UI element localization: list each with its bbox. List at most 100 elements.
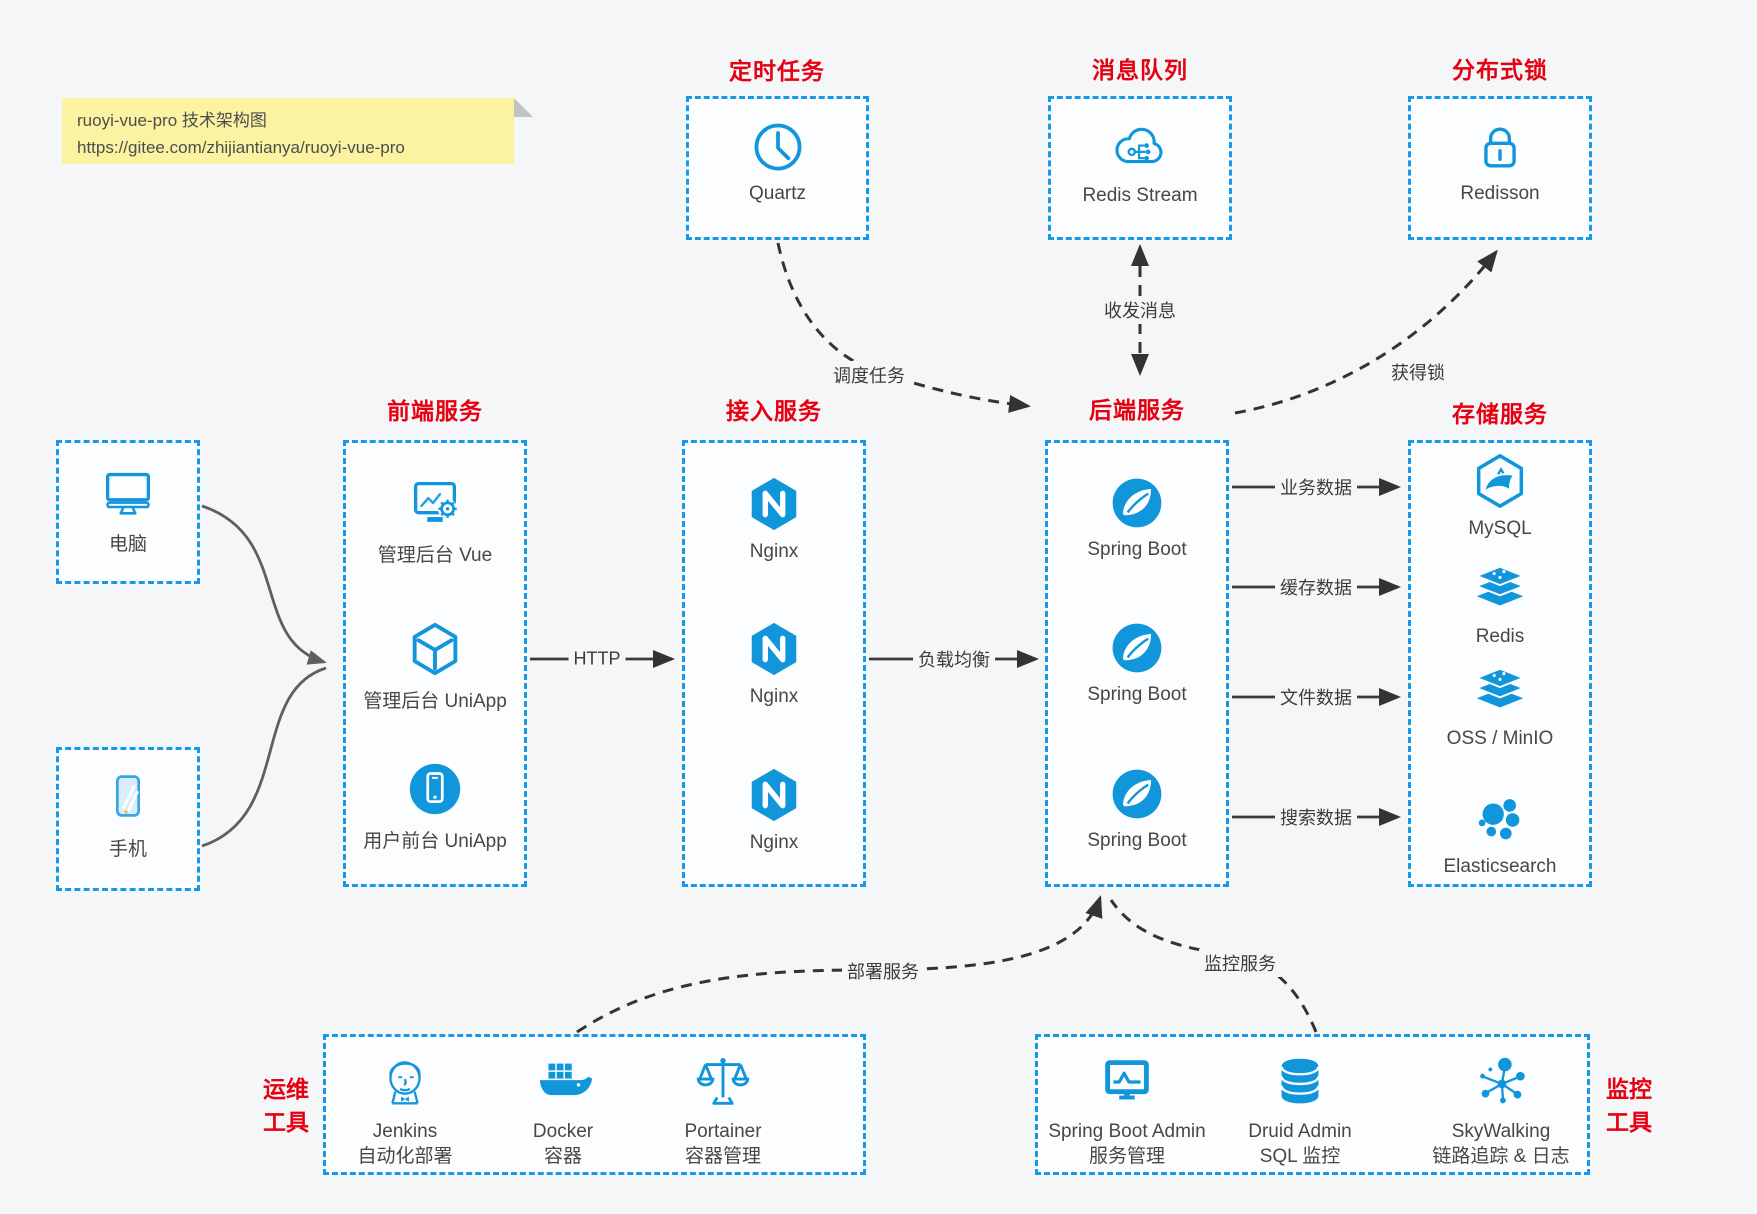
mq-box bbox=[1048, 96, 1232, 240]
title-frontend-services: 前端服务 bbox=[387, 398, 483, 424]
node-label: Redisson bbox=[1460, 183, 1540, 204]
node-mysql: MySQL bbox=[1408, 450, 1592, 540]
title-distributed-lock: 分布式锁 bbox=[1452, 57, 1548, 83]
node-label: Elasticsearch bbox=[1443, 856, 1557, 877]
edge-label-monitor: 监控服务 bbox=[1199, 949, 1281, 977]
smartphone-icon bbox=[115, 775, 141, 817]
node-elasticsearch: Elasticsearch bbox=[1408, 788, 1592, 878]
node-label: Jenkins 自动化部署 bbox=[357, 1121, 453, 1168]
mysql-icon bbox=[1476, 454, 1524, 508]
node-label: SkyWalking 链路追踪 & 日志 bbox=[1432, 1121, 1570, 1168]
node-label: 手机 bbox=[108, 839, 147, 860]
edge-phone-to-frontend bbox=[201, 666, 327, 848]
computer-box bbox=[56, 440, 200, 584]
node-springboot-1: Spring Boot bbox=[1045, 473, 1229, 561]
node-admin-vue: 管理后台 Vue bbox=[343, 472, 527, 567]
jenkins-icon bbox=[389, 1061, 421, 1105]
node-quartz: Quartz bbox=[686, 117, 869, 205]
node-label: Quartz bbox=[748, 183, 807, 204]
clock-icon bbox=[754, 123, 801, 171]
node-oss-minio: OSS / MinIO bbox=[1408, 660, 1592, 750]
node-label: Docker 容器 bbox=[532, 1121, 594, 1168]
lock-icon bbox=[1484, 127, 1516, 168]
desktop-icon bbox=[106, 472, 150, 515]
edge-label-schedule: 调度任务 bbox=[828, 361, 910, 389]
edge-label-load-balance: 负载均衡 bbox=[913, 645, 995, 673]
node-docker: Docker 容器 bbox=[478, 1051, 648, 1169]
phone-circle-icon bbox=[409, 763, 461, 815]
note-fold-corner bbox=[514, 98, 533, 117]
monitor-chart-icon bbox=[1105, 1060, 1149, 1100]
title-monitor-tools: 监控 工具 bbox=[1606, 1076, 1652, 1136]
edge-label-message: 收发消息 bbox=[1099, 296, 1181, 324]
edge-label-business-data: 业务数据 bbox=[1275, 473, 1357, 501]
node-label: 用户前台 UniApp bbox=[363, 831, 507, 852]
title-storage-services: 存储服务 bbox=[1452, 401, 1548, 427]
portainer-icon bbox=[696, 1057, 750, 1105]
node-redisson: Redisson bbox=[1408, 117, 1592, 205]
spring-icon bbox=[1112, 478, 1162, 528]
node-label: 管理后台 Vue bbox=[377, 545, 493, 566]
node-druid-admin: Druid Admin SQL 监控 bbox=[1200, 1051, 1400, 1169]
node-springboot-admin: Spring Boot Admin 服务管理 bbox=[1027, 1051, 1227, 1169]
edge-label-search-data: 搜索数据 bbox=[1275, 803, 1357, 831]
edge-label-lock: 获得锁 bbox=[1386, 358, 1450, 386]
node-computer: 电脑 bbox=[56, 461, 200, 556]
edge-computer-to-frontend bbox=[201, 504, 327, 665]
node-label: Redis bbox=[1475, 626, 1525, 647]
database-icon bbox=[1280, 1058, 1320, 1104]
node-admin-uniapp: 管理后台 UniApp bbox=[343, 618, 527, 713]
node-label: 电脑 bbox=[108, 534, 147, 555]
node-nginx-3: Nginx bbox=[682, 764, 866, 854]
redis-stack-icon bbox=[1474, 565, 1526, 606]
docker-icon bbox=[539, 1063, 593, 1096]
node-label: Spring Boot bbox=[1087, 830, 1187, 851]
node-nginx-1: Nginx bbox=[682, 473, 866, 563]
title-scheduled-tasks: 定时任务 bbox=[729, 58, 825, 84]
topology-icon bbox=[1480, 1057, 1525, 1104]
edge-label-http: HTTP bbox=[568, 647, 626, 671]
cube-icon bbox=[412, 622, 458, 676]
cloud-share-icon bbox=[1115, 127, 1163, 164]
lock-box bbox=[1408, 96, 1592, 240]
title-access-services: 接入服务 bbox=[726, 398, 822, 424]
node-label: Nginx bbox=[749, 832, 799, 853]
title-ops-tools: 运维 工具 bbox=[263, 1076, 309, 1136]
node-label: Portainer 容器管理 bbox=[684, 1121, 762, 1168]
node-label: MySQL bbox=[1468, 518, 1532, 539]
node-label: Spring Boot bbox=[1087, 539, 1187, 560]
node-springboot-3: Spring Boot bbox=[1045, 764, 1229, 852]
node-nginx-2: Nginx bbox=[682, 618, 866, 708]
note-url: https://gitee.com/zhijiantianya/ruoyi-vu… bbox=[77, 138, 405, 158]
edge-label-deploy: 部署服务 bbox=[842, 957, 924, 985]
edge-label-file-data: 文件数据 bbox=[1275, 683, 1357, 711]
node-label: Nginx bbox=[749, 686, 799, 707]
node-mobile: 手机 bbox=[56, 766, 200, 861]
node-label: Druid Admin SQL 监控 bbox=[1248, 1121, 1352, 1168]
node-springboot-2: Spring Boot bbox=[1045, 618, 1229, 706]
nginx-icon bbox=[751, 622, 797, 676]
node-label: 管理后台 UniApp bbox=[363, 691, 507, 712]
nginx-icon bbox=[751, 477, 797, 531]
node-redis-stream: Redis Stream bbox=[1048, 117, 1232, 207]
nginx-icon bbox=[751, 768, 797, 822]
node-redis: Redis bbox=[1408, 558, 1592, 648]
sticky-note: ruoyi-vue-pro 技术架构图 https://gitee.com/zh… bbox=[62, 98, 514, 164]
node-label: OSS / MinIO bbox=[1446, 728, 1554, 749]
title-message-queue: 消息队列 bbox=[1092, 57, 1188, 83]
admin-vue-icon bbox=[413, 481, 458, 522]
node-portainer: Portainer 容器管理 bbox=[638, 1051, 808, 1169]
node-jenkins: Jenkins 自动化部署 bbox=[320, 1051, 490, 1169]
title-backend-services: 后端服务 bbox=[1089, 397, 1185, 423]
edge-lock-arrow bbox=[1234, 249, 1498, 415]
oss-stack-icon bbox=[1474, 667, 1526, 708]
spring-icon bbox=[1112, 623, 1162, 673]
elasticsearch-icon bbox=[1478, 799, 1520, 840]
spring-icon bbox=[1112, 769, 1162, 819]
node-skywalking: SkyWalking 链路追踪 & 日志 bbox=[1401, 1051, 1601, 1169]
ops-box bbox=[323, 1034, 866, 1175]
node-user-uniapp: 用户前台 UniApp bbox=[343, 758, 527, 853]
edge-label-cache-data: 缓存数据 bbox=[1275, 573, 1357, 601]
note-title: ruoyi-vue-pro 技术架构图 bbox=[77, 111, 267, 130]
phone-box bbox=[56, 747, 200, 891]
